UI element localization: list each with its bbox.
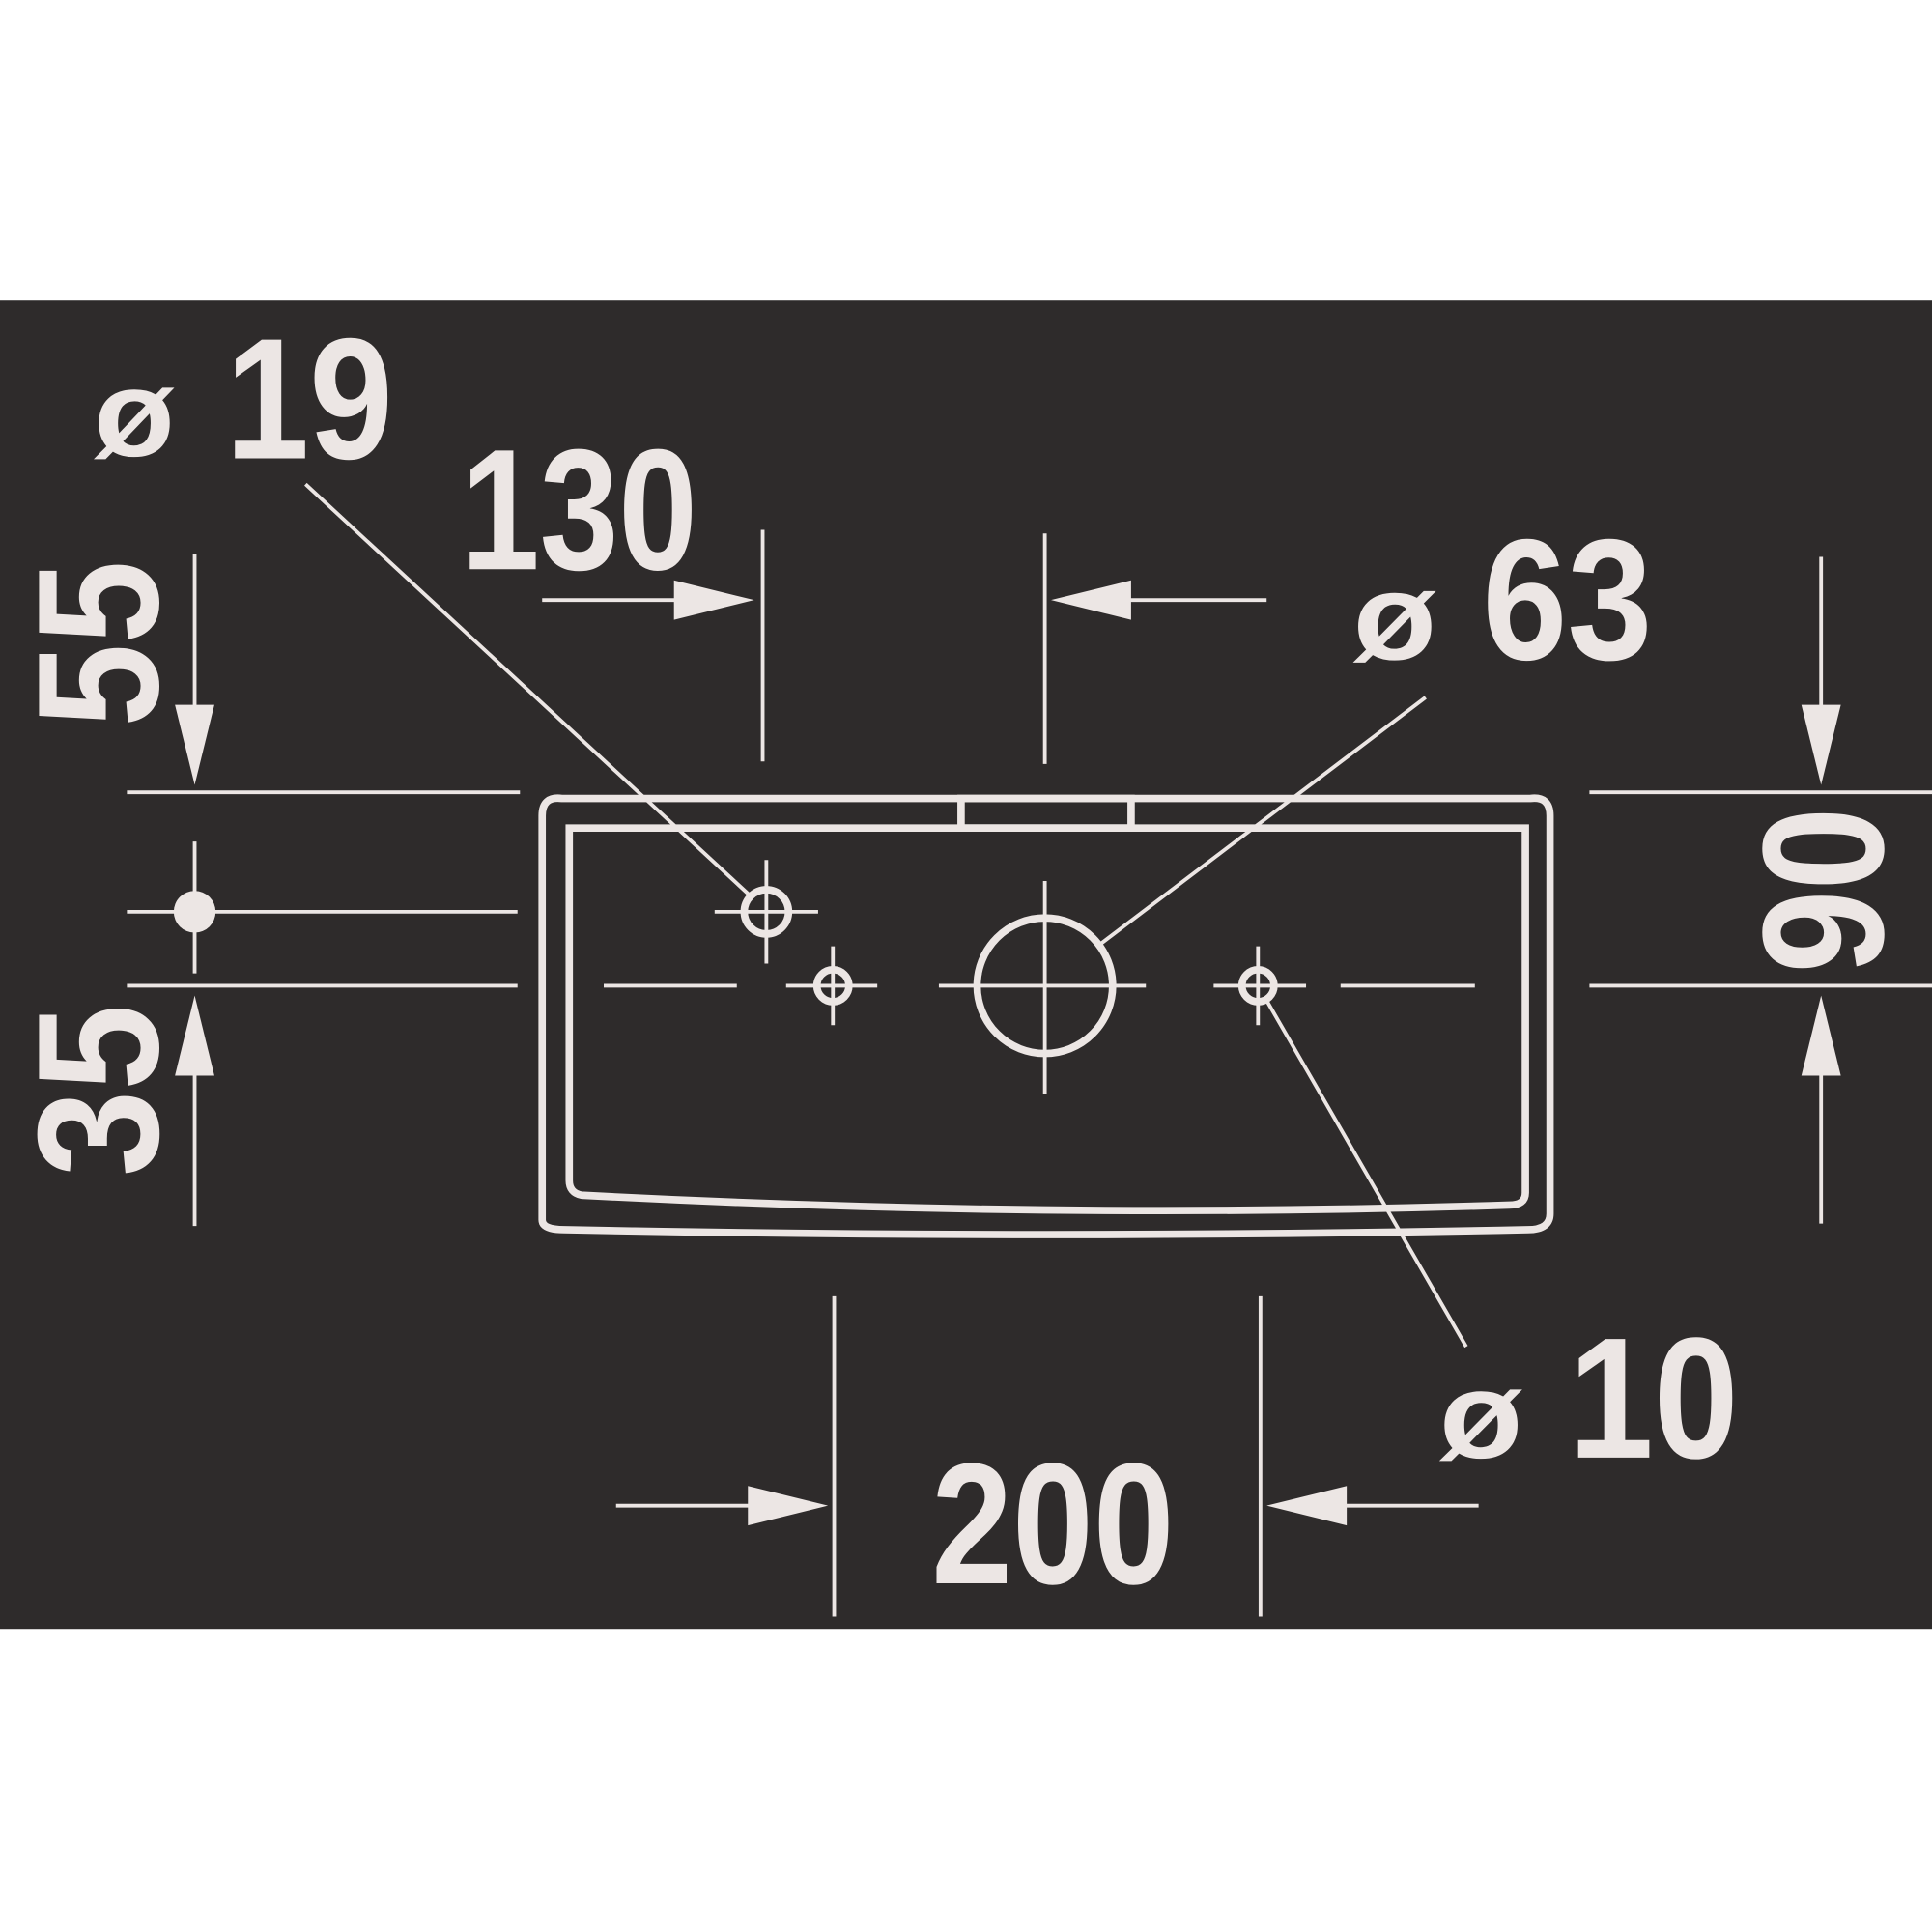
hole-10-left: [812, 946, 853, 1026]
diameter-symbol-63: ø: [1353, 549, 1437, 686]
label-200: 200: [931, 1427, 1174, 1620]
leader-lines: [304, 482, 1468, 1349]
label-diameter-19: 19: [225, 301, 392, 495]
drawing-panel: [0, 300, 1932, 1630]
hole-63: [973, 880, 1117, 1094]
label-diameter-10: 10: [1569, 1301, 1739, 1494]
label-35: 35: [1, 1005, 194, 1178]
label-130: 130: [461, 412, 697, 606]
dimension-130: [542, 529, 1267, 764]
diameter-symbol-10: ø: [1439, 1348, 1523, 1485]
dimension-200: [615, 1295, 1479, 1617]
hole-10-right: [1237, 946, 1278, 1026]
reference-dot: [173, 891, 216, 933]
dimension-55-35: [127, 554, 521, 1227]
diameter-symbol-19: ø: [94, 346, 175, 483]
label-90: 90: [1726, 807, 1919, 973]
dimension-90: [1589, 556, 1932, 1224]
label-diameter-63: 63: [1482, 502, 1652, 696]
label-55: 55: [1, 560, 194, 726]
hole-19: [714, 860, 818, 964]
cistern-outline: [538, 794, 1554, 1238]
